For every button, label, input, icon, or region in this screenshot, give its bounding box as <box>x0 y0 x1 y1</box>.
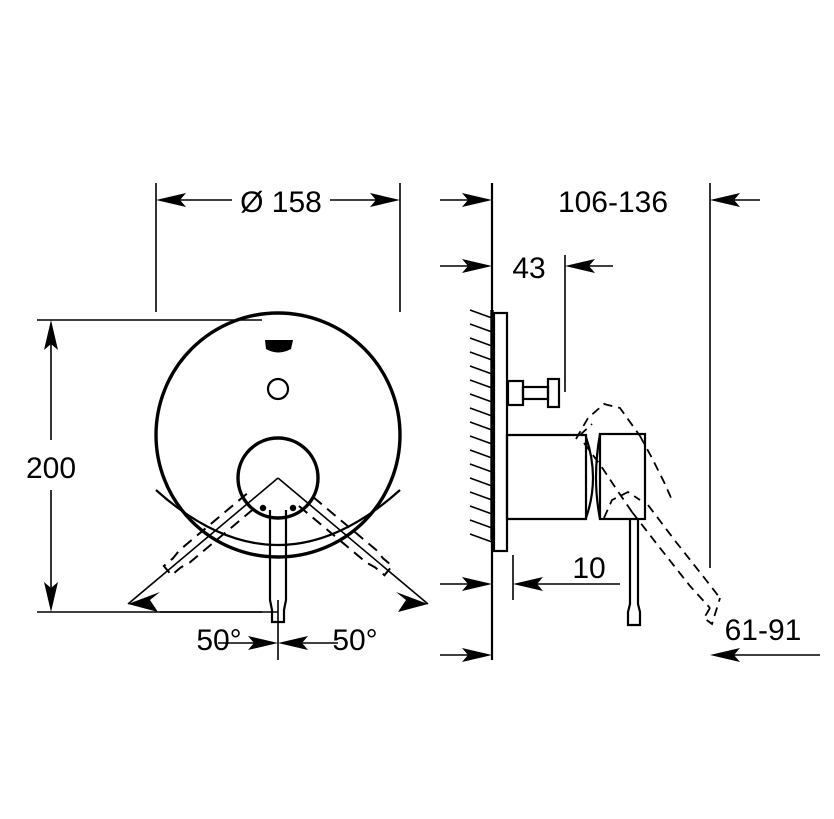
dim-label-depth-range: 106-136 <box>558 186 668 219</box>
arrowhead-diameter-right <box>370 193 400 207</box>
brand-logo-mark <box>265 340 293 353</box>
index-dot-right <box>289 504 297 512</box>
arrowhead-reach-wall <box>462 648 492 662</box>
angle-guide-left <box>127 477 279 605</box>
escutcheon-plate <box>492 311 509 553</box>
arrowhead-diameter-left <box>156 193 186 207</box>
index-dot-left <box>259 504 267 512</box>
dim-label-angle-right: 50° <box>332 624 377 657</box>
mixer-body <box>505 433 595 521</box>
dim-label-plate-thickness: 10 <box>572 552 605 585</box>
lever-stem <box>626 519 642 627</box>
wall-hatching <box>469 309 494 543</box>
arrowhead-reach-left <box>710 648 740 662</box>
diverter-spindle <box>506 377 561 409</box>
arrowhead-height-bottom <box>44 582 58 612</box>
arrowhead-height-top <box>44 320 58 350</box>
angle-guide-right <box>277 477 429 605</box>
arrowhead-depth-right <box>710 193 740 207</box>
arrowhead-depth-left <box>462 193 492 207</box>
arrowhead-angle-apex-left <box>248 636 278 650</box>
arrowhead-offset-left <box>462 259 492 273</box>
dim-label-diameter: Ø 158 <box>240 186 322 219</box>
arrowhead-thickness-left <box>462 577 492 591</box>
arrowhead-angle-apex-right <box>278 636 308 650</box>
round-face-plate <box>154 311 402 559</box>
handle-ghost-open-position <box>575 403 721 626</box>
handle-hub <box>236 436 320 520</box>
dim-label-plate-offset: 43 <box>512 252 545 285</box>
dim-label-angle-left: 50° <box>196 624 241 657</box>
arrowhead-angle-left <box>128 592 160 612</box>
arrowhead-angle-right <box>396 592 428 612</box>
lever-swing-arc <box>155 489 401 547</box>
arrowhead-thickness-right <box>513 577 543 591</box>
diverter-button <box>266 377 290 401</box>
arrowhead-offset-right <box>565 259 595 273</box>
dim-label-height: 200 <box>26 452 76 485</box>
handle-block <box>594 432 647 521</box>
dim-label-lever-reach: 61-91 <box>725 614 802 647</box>
